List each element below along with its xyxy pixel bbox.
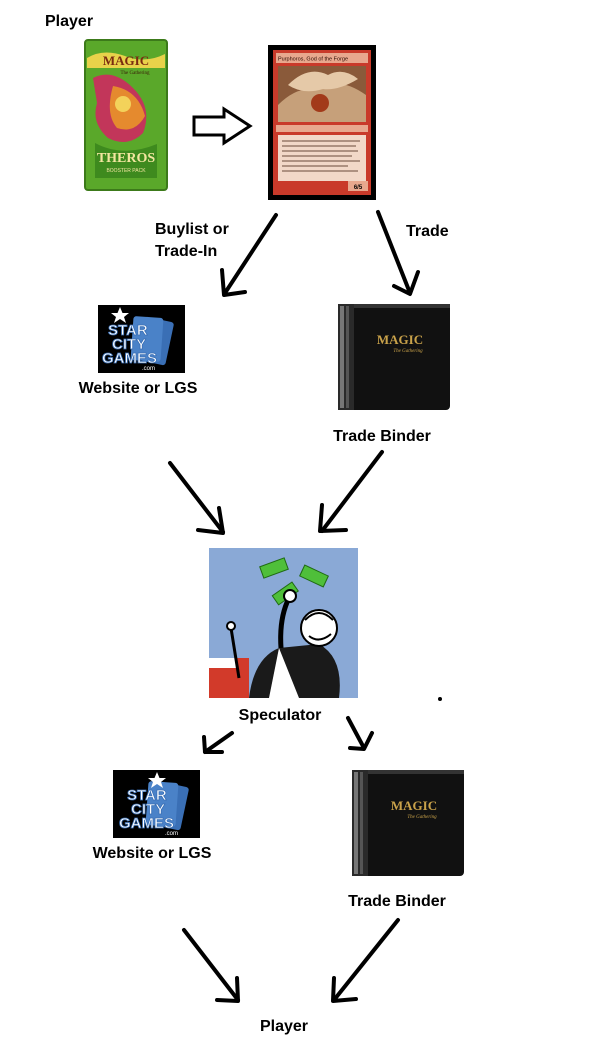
website-or-lgs-label-2: Website or LGS bbox=[92, 845, 212, 862]
speculator-label: Speculator bbox=[238, 707, 322, 724]
scg2-suffix: .com bbox=[165, 831, 178, 837]
arrow-website-to-player bbox=[182, 928, 240, 1003]
trade-binder-label-2: Trade Binder bbox=[348, 893, 446, 910]
trade-binder-image-1: MAGIC The Gathering bbox=[338, 304, 450, 410]
arrow-binder-to-speculator bbox=[318, 450, 384, 533]
scg1-suffix: .com bbox=[142, 366, 155, 372]
player-bottom-label: Player bbox=[259, 1018, 309, 1035]
binder2-brand-text: MAGIC bbox=[391, 798, 437, 813]
trade-binder-image-2: MAGIC The Gathering bbox=[352, 770, 464, 876]
theros-booster-pack-image: MAGIC The Gathering THEROS BOOSTER PACK bbox=[84, 39, 168, 191]
pack-brand-text: MAGIC bbox=[103, 53, 149, 68]
scg2-line-2: CITY bbox=[131, 801, 165, 818]
scg2-line-3: GAMES bbox=[119, 815, 174, 832]
speculator-image bbox=[209, 548, 358, 698]
scg1-line-1: STAR bbox=[108, 322, 148, 339]
buylist-label: Buylist or Trade-In bbox=[155, 219, 229, 263]
scg1-line-2: CITY bbox=[112, 336, 146, 353]
pack-subtitle-text: The Gathering bbox=[120, 71, 150, 76]
stray-dot bbox=[438, 697, 442, 701]
player-top-label: Player bbox=[45, 13, 94, 30]
arrow-card-to-website bbox=[220, 213, 278, 297]
arrow-website-to-speculator bbox=[168, 461, 225, 535]
pack-set-name-text: THEROS bbox=[97, 151, 156, 166]
binder1-subtitle-text: The Gathering bbox=[393, 349, 423, 354]
card-power-toughness-text: 6/5 bbox=[354, 185, 363, 191]
pack-type-text: BOOSTER PACK bbox=[106, 168, 146, 174]
starcitygames-logo-2: STAR CITY GAMES .com bbox=[113, 770, 200, 838]
arrow-binder-to-player bbox=[331, 918, 400, 1003]
trade-label: Trade bbox=[406, 223, 449, 240]
website-or-lgs-label-1: Website or LGS bbox=[78, 380, 198, 397]
arrow-speculator-to-website bbox=[202, 731, 234, 754]
card-name-text: Purphoros, God of the Forge bbox=[278, 57, 348, 63]
purphoros-card-image: Purphoros, God of the Forge 6/5 bbox=[268, 45, 376, 200]
buylist-label-line-2: Trade-In bbox=[155, 243, 218, 260]
outline-right-arrow-icon bbox=[192, 106, 253, 146]
scg2-line-1: STAR bbox=[127, 787, 167, 804]
starcitygames-logo-1: STAR CITY GAMES .com bbox=[98, 305, 185, 373]
binder1-brand-text: MAGIC bbox=[377, 332, 423, 347]
trade-binder-label-1: Trade Binder bbox=[333, 428, 431, 445]
scg1-line-3: GAMES bbox=[102, 350, 157, 367]
buylist-label-line-1: Buylist or bbox=[155, 221, 229, 238]
arrow-card-to-binder bbox=[376, 210, 420, 296]
binder2-subtitle-text: The Gathering bbox=[407, 815, 437, 820]
arrow-speculator-to-binder bbox=[346, 716, 374, 751]
